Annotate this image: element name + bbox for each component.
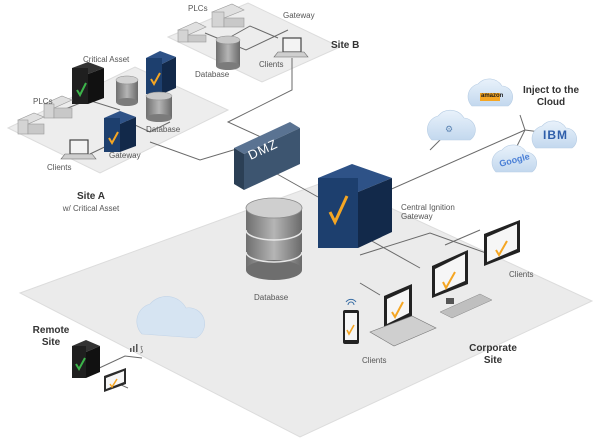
label-inject-cloud: Inject to the Cloud [522,85,580,108]
remote-server [72,340,100,378]
label-site-a: Site A [77,191,105,202]
dmz-firewall [234,122,300,190]
cloud-generic-1: ⚙ [427,109,476,141]
label-amazon: amazon [481,93,504,99]
plc-rack-a [17,95,73,135]
tablet-corporate [343,298,359,344]
database-cylinder-b [215,35,241,70]
label-site-b: Site B [331,40,360,51]
desktop-monitor [432,250,493,319]
label-gateway-a: Gateway [109,151,141,160]
cloud-amazon [467,78,513,107]
cloud-remote [136,296,205,339]
main-database-cylinder [245,197,303,280]
label-clients-corp-right: Clients [509,270,534,279]
cloud-google [491,144,537,173]
floor-corporate [18,179,594,438]
laptop-a [60,139,97,160]
label-plcs-b: PLCs [188,4,208,13]
label-plcs-a: PLCs [33,97,53,106]
monitor-right [484,220,520,266]
label-clients-corp-bottom: Clients [362,356,387,365]
label-ibm: IBM [543,128,568,142]
remote-panel [104,368,126,392]
label-central-gateway: Central Ignition Gateway [401,203,455,222]
label-clients-b: Clients [259,60,284,69]
svg-text:⚙: ⚙ [445,124,453,134]
label-site-a-sub: w/ Critical Asset [62,204,120,213]
label-database-main: Database [254,293,289,302]
laptop-b [273,37,309,58]
svg-text:⟆: ⟆ [140,345,143,354]
database-cylinder-a-small [115,75,139,106]
gateway-server-a [104,111,136,152]
server-b [146,51,176,94]
label-clients-a: Clients [47,163,72,172]
plc-rack-b [177,3,245,43]
label-database-b: Database [195,70,230,79]
label-remote-site: Remote Site [32,325,70,348]
laptop-corporate [369,284,437,347]
central-ignition-gateway-server [318,164,392,248]
label-database-a: Database [146,125,181,134]
signal-icon: ⟆ [130,344,143,354]
critical-asset-server [72,62,104,104]
database-cylinder-a [145,91,173,122]
label-gateway-b: Gateway [283,11,315,20]
label-critical-asset: Critical Asset [83,55,130,64]
label-corporate-site: Corporate Site [469,343,517,366]
cloud-ibm [531,120,577,149]
